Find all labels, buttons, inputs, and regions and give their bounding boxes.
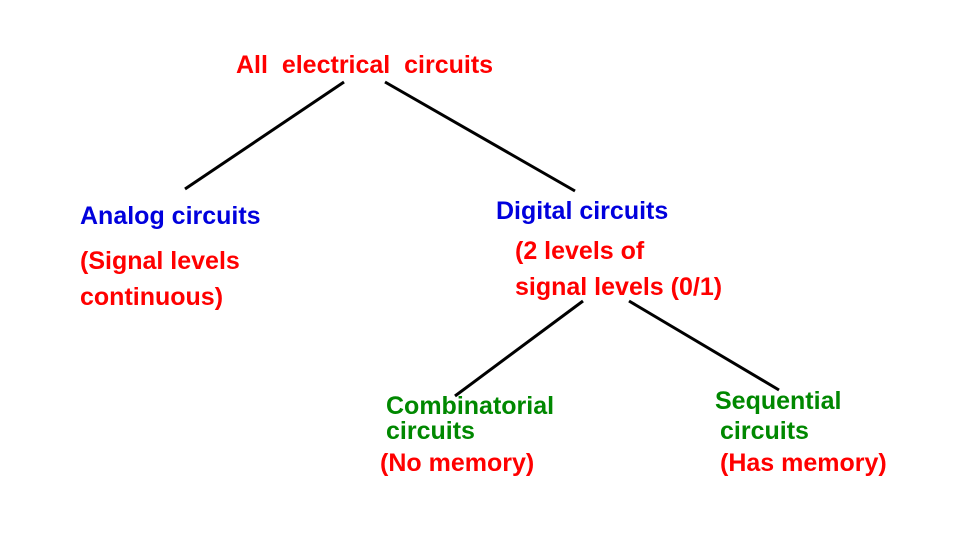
analog-node-title: Analog circuits (80, 202, 261, 230)
edge-digital-to-sequential (628, 299, 780, 392)
sequential-node-title-line2: circuits (720, 417, 809, 445)
combinatorial-node-title-line2: circuits (386, 417, 475, 445)
combinatorial-node-desc: (No memory) (380, 449, 535, 477)
sequential-node-desc: (Has memory) (720, 449, 887, 477)
digital-node-title: Digital circuits (496, 197, 669, 225)
analog-node-desc-line2: continuous) (80, 283, 224, 311)
root-node-label: All electrical circuits (236, 51, 494, 79)
edge-root-to-digital (384, 80, 576, 193)
edge-digital-to-combinatorial (454, 299, 584, 398)
sequential-node-title-line1: Sequential (715, 387, 842, 415)
edge-root-to-analog (184, 80, 345, 191)
combinatorial-node-title-line1: Combinatorial (386, 392, 555, 420)
digital-node-desc-line1: (2 levels of (515, 237, 645, 265)
analog-node-desc-line1: (Signal levels (80, 247, 240, 275)
digital-node-desc-line2: signal levels (0/1) (515, 273, 723, 301)
